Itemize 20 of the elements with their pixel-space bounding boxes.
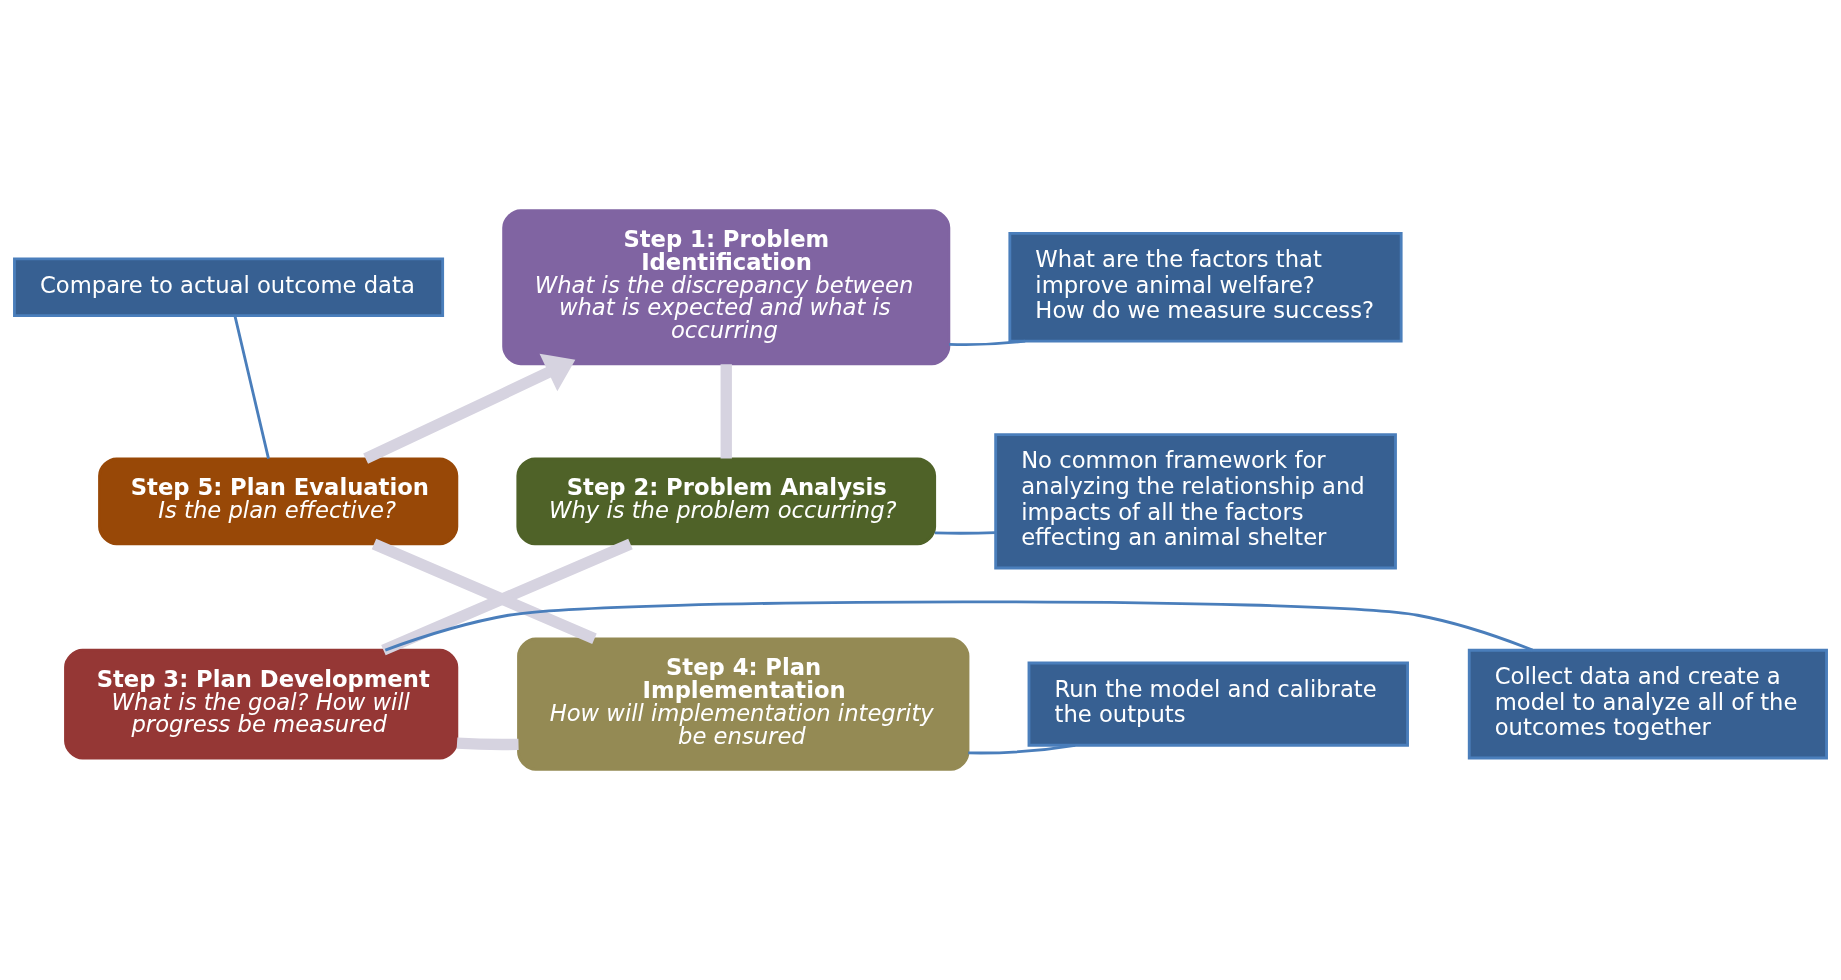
connector: [384, 600, 1534, 652]
connector: [720, 364, 732, 459]
node-box: Step 3: Plan Development What is the goal? How will progress be measured: [64, 648, 459, 760]
connector: [233, 315, 270, 459]
node-box: Step 2: Problem Analysis Why is the problem occurring?: [516, 457, 937, 546]
connector: [381, 538, 633, 656]
node-box: No common framework for analyzing the relationship and impacts of all the factors effecting an animal shelter: [994, 433, 1397, 570]
node-box: Step 5: Plan Evaluation Is the plan effective?: [98, 457, 459, 546]
connector: [968, 743, 1076, 755]
node-box: Step 1: Problem Identification What is the discrepancy between what is expected and what is occurring: [502, 209, 951, 366]
node-box: Step 4: Plan Implementation How will implementation integrity be ensured: [517, 637, 970, 771]
connector: [456, 737, 519, 751]
node-box: Collect data and create a model to analyze all of the outcomes together: [1467, 648, 1828, 760]
connector: [934, 531, 996, 535]
connector: [949, 339, 1026, 347]
connector: [371, 538, 597, 644]
arrow: [363, 353, 576, 464]
node-box: Run the model and calibrate the outputs: [1027, 661, 1409, 747]
node-box: Compare to actual outcome data: [13, 257, 445, 318]
node-box: What are the factors that improve animal welfare? How do we measure success?: [1008, 231, 1403, 343]
